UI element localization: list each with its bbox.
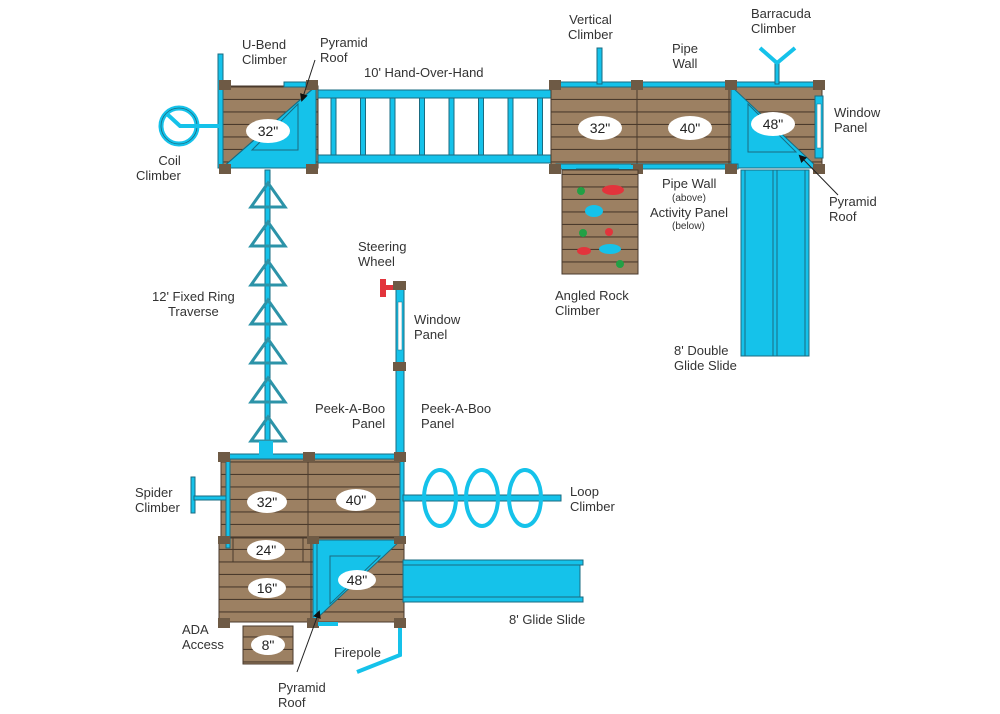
label-fixed-ring-traverse: 12' Fixed Ring Traverse (152, 289, 235, 319)
hand-over-hand-rung (360, 97, 366, 156)
hand-over-hand-rung (419, 97, 425, 156)
fixed-ring (248, 336, 288, 365)
fixed-ring (248, 297, 288, 326)
label-ada-access: ADA Access (182, 622, 224, 652)
vertical-climber (596, 47, 603, 85)
label-window-panel: Window Panel (834, 105, 881, 135)
label-steering-wheel: Steering Wheel (358, 239, 407, 269)
hand-over-hand-rung (507, 97, 514, 156)
barracuda-climber (758, 46, 797, 85)
deck-size-label (246, 119, 290, 143)
hand-over-hand-rung (330, 97, 337, 156)
hand-over-hand-rung (537, 97, 543, 156)
deck-size-text: 48" (763, 116, 784, 132)
u-bend-climber (217, 53, 224, 169)
hand-over-hand-rung (389, 97, 396, 156)
deck-size-text: 8" (262, 637, 275, 653)
label-above: (above) (672, 193, 706, 204)
label-peek-a-boo-left: Peek-A-Boo Panel (315, 401, 386, 431)
steering-wheel (380, 279, 394, 297)
label-hand-over-hand: 10' Hand-Over-Hand (364, 65, 484, 80)
fixed-ring (248, 258, 288, 287)
pointer-arrow (296, 610, 321, 673)
coil-climber (158, 105, 220, 147)
hand-over-hand-rung (448, 97, 455, 156)
label-angled-rock-climber: Angled Rock Climber (555, 288, 629, 318)
deck-size-text: 24" (256, 542, 277, 558)
glide-slide (402, 559, 584, 603)
deck-size-text: 40" (680, 120, 701, 136)
label-pyramid-roof: Pyramid Roof (320, 35, 368, 65)
fixed-ring-traverse (248, 169, 288, 457)
deck-size-text: 32" (590, 120, 611, 136)
hand-over-hand (317, 89, 559, 164)
spider-climber (190, 476, 227, 514)
loop-climber (402, 468, 562, 528)
top-right-structure: 32" 40" 48" (549, 46, 825, 174)
label-barracuda-climber: Barracuda Climber (751, 6, 811, 36)
label-activity-panel: Activity Panel (650, 205, 729, 220)
label-pyramid-roof-2: Pyramid Roof (829, 194, 877, 224)
label-u-bend-climber: U-Bend Climber (242, 37, 287, 67)
label-glide-slide: 8' Glide Slide (509, 612, 586, 627)
top-left-tower: 32" (158, 53, 319, 174)
label-vertical-climber: Vertical Climber (568, 12, 613, 42)
label-pipe-wall: Pipe Wall (672, 41, 699, 71)
firepole (356, 628, 402, 674)
angled-rock-climber (561, 165, 639, 275)
label-pyramid-roof-3: Pyramid Roof (278, 680, 326, 710)
label-loop-climber: Loop Climber (570, 484, 615, 514)
fixed-ring (248, 375, 288, 404)
label-pipe-wall-2: Pipe Wall (662, 176, 717, 191)
label-spider-climber: Spider Climber (135, 485, 180, 515)
label-below: (below) (672, 221, 705, 232)
label-coil-climber: Coil Climber (136, 153, 181, 183)
hand-over-hand-rung (478, 97, 484, 156)
label-peek-a-boo-right: Peek-A-Boo Panel (421, 401, 492, 431)
pointer-arrow (300, 59, 316, 102)
fixed-ring (248, 180, 288, 209)
fixed-ring (248, 219, 288, 248)
label-window-panel-2: Window Panel (414, 312, 461, 342)
deck-size-text: 16" (257, 580, 278, 596)
label-firepole: Firepole (334, 645, 381, 660)
label-double-glide-slide: 8' Double Glide Slide (674, 343, 737, 373)
deck-size-text: 40" (346, 492, 367, 508)
double-glide-slide (740, 169, 810, 357)
window-panel-middle (393, 281, 406, 456)
pointer-arrow (798, 154, 839, 196)
deck-size-text: 48" (347, 572, 368, 588)
deck-size-text: 32" (257, 494, 278, 510)
deck-size-text: 32" (258, 123, 279, 139)
